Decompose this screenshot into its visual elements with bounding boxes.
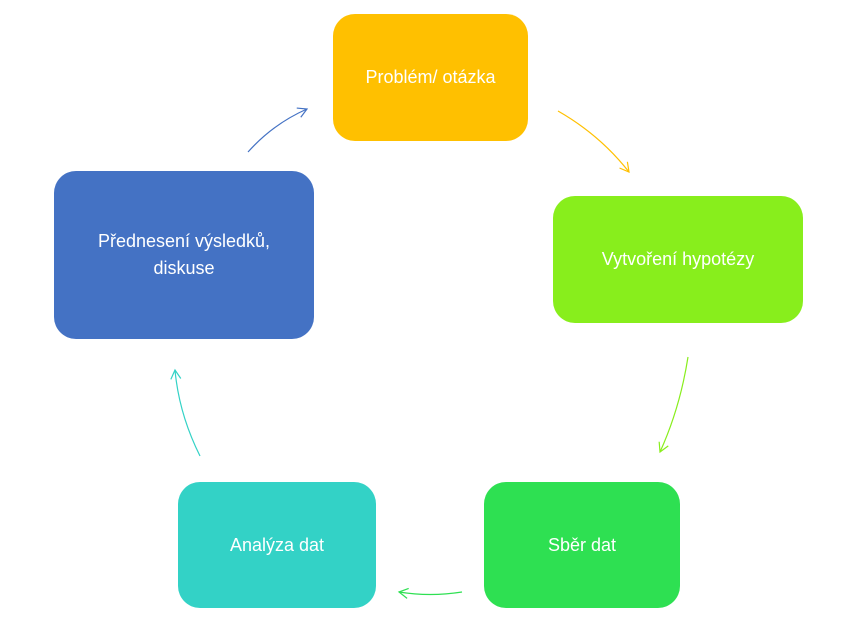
arrow-present-to-problem bbox=[247, 107, 309, 153]
node-data-collection: Sběr dat bbox=[484, 482, 680, 608]
node-hypothesis: Vytvoření hypotézy bbox=[553, 196, 803, 323]
node-data-analysis-label: Analýza dat bbox=[229, 534, 325, 555]
arrow-collect-to-analysis bbox=[397, 587, 463, 599]
node-presentation: Přednesení výsledků, diskuse bbox=[54, 171, 314, 339]
arrow-hypothesis-to-collect bbox=[658, 356, 689, 454]
node-problem: Problém/ otázka bbox=[333, 14, 528, 141]
arrow-analysis-to-present bbox=[170, 368, 201, 457]
node-hypothesis-label: Vytvoření hypotézy bbox=[601, 249, 755, 269]
node-presentation-label: Přednesení výsledků, diskuse bbox=[97, 231, 271, 278]
arrow-problem-to-hypothesis bbox=[557, 110, 630, 173]
node-data-collection-label: Sběr dat bbox=[547, 534, 617, 555]
node-data-analysis: Analýza dat bbox=[178, 482, 376, 608]
node-problem-label: Problém/ otázka bbox=[365, 67, 496, 87]
